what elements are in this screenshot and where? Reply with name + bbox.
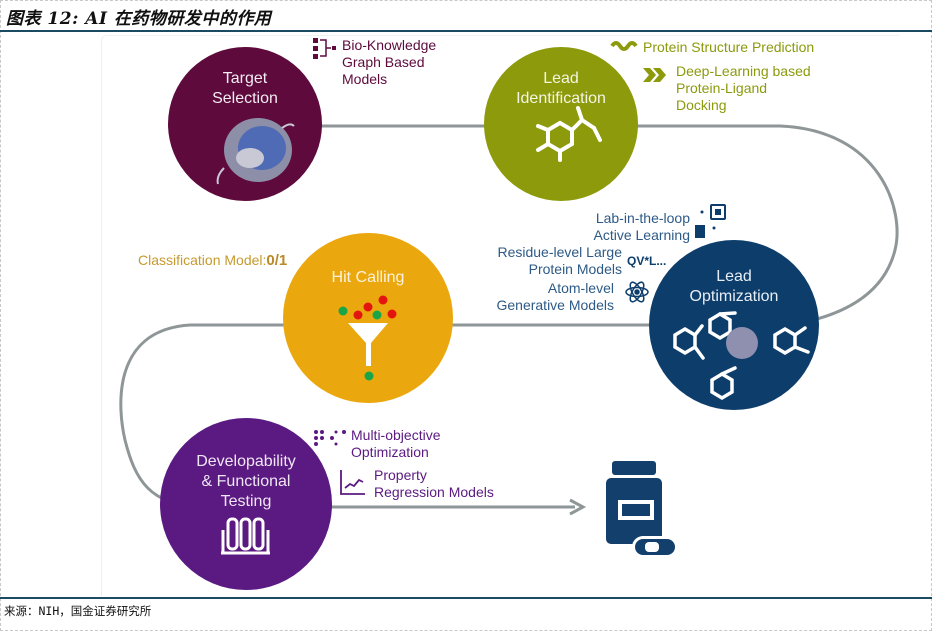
medicine-bottle-icon: [606, 461, 678, 558]
classification-value: 0/1: [266, 252, 288, 269]
atom-icon: [625, 281, 649, 303]
stage-label-line: Developability: [196, 453, 296, 470]
annotation-atom-level: Atom-level Generative Models: [470, 280, 614, 314]
figure-source: 来源：NIH，国金证券研究所: [4, 604, 152, 618]
dots-grid-icon: [314, 430, 346, 446]
stage-label-hit-calling: Hit Calling: [308, 268, 428, 288]
annotation-line: Protein-Ligand: [676, 80, 768, 96]
diagram-panel: [101, 35, 900, 596]
annotation-line: Deep-Learning based: [676, 63, 811, 79]
annotation-line: Protein Models: [528, 261, 622, 277]
annotation-multi-objective: Multi-objective Optimization: [351, 427, 440, 461]
molecules-cluster-icon: [673, 311, 810, 401]
stage-label-line: Lead: [543, 70, 579, 87]
molecule-icon: [536, 106, 602, 162]
annotation-classification-model: Classification Model:0/1: [138, 252, 287, 269]
annotation-line: Generative Models: [496, 297, 614, 313]
stage-label-line: & Functional: [201, 473, 291, 490]
annotation-line: Optimization: [351, 444, 429, 460]
helix-icon: [610, 41, 638, 51]
line-chart-icon: [340, 470, 365, 495]
stage-hit-calling: [283, 233, 453, 403]
annotation-line: Lab-in-the-loop: [595, 210, 690, 226]
source-rule: [0, 597, 932, 599]
annotation-lab-in-the-loop: Lab-in-the-loop Active Learning: [560, 210, 690, 244]
annotation-line: Residue-level Large: [497, 244, 622, 260]
annotation-line: Models: [342, 71, 388, 87]
stage-label-line: Selection: [212, 90, 278, 107]
annotation-docking: Deep-Learning based Protein-Ligand Docki…: [676, 63, 811, 114]
stage-label-line: Testing: [220, 493, 272, 510]
annotation-line: Atom-level: [547, 280, 614, 296]
stage-label-line: Optimization: [689, 288, 779, 305]
annotation-line: Property: [374, 467, 427, 483]
annotation-line: Active Learning: [593, 227, 690, 243]
annotation-text: Classification Model:: [138, 252, 267, 268]
annotation-residue-level: Residue-level Large Protein Models: [470, 244, 622, 278]
double-chevron-icon: [643, 68, 666, 82]
figure-title: 图表 12: AI 在药物研发中的作用: [6, 9, 272, 29]
stage-target-selection: [168, 47, 322, 201]
annotation-line: Docking: [676, 97, 727, 113]
annotation-protein-structure: Protein Structure Prediction: [643, 39, 815, 55]
annotation-line: Regression Models: [374, 484, 494, 500]
stage-lead-identification: [484, 47, 638, 201]
knowledge-graph-icon: [313, 38, 336, 59]
title-rule: [0, 30, 932, 32]
stage-lead-optimization: [649, 240, 819, 410]
test-tubes-icon: [221, 517, 270, 555]
stage-label-lead-identification: Lead Identification: [501, 69, 621, 109]
stage-label-line: Identification: [516, 90, 606, 107]
protein-structure-icon: [216, 118, 295, 185]
sequence-badge: QV*L...: [627, 254, 667, 268]
annotation-line: Graph Based: [342, 54, 425, 70]
stage-developability: [160, 418, 332, 590]
annotation-property-regression: Property Regression Models: [374, 467, 494, 501]
arrow-head-icon: [569, 498, 587, 516]
funnel-icon: [338, 295, 397, 381]
stage-label-line: Target: [222, 70, 268, 87]
lab-chip-icon: [695, 204, 726, 238]
annotation-bio-knowledge: Bio-Knowledge Graph Based Models: [342, 37, 436, 88]
annotation-line: Bio-Knowledge: [342, 37, 437, 53]
annotation-line: Multi-objective: [351, 427, 441, 443]
stage-label-developability: Developability & Functional Testing: [181, 452, 311, 512]
stage-label-line: Hit Calling: [331, 269, 405, 286]
stage-label-lead-optimization: Lead Optimization: [674, 267, 794, 307]
stage-label-line: Lead: [716, 268, 752, 285]
stage-label-target-selection: Target Selection: [195, 69, 295, 109]
protein-blob-icon: [726, 327, 758, 359]
